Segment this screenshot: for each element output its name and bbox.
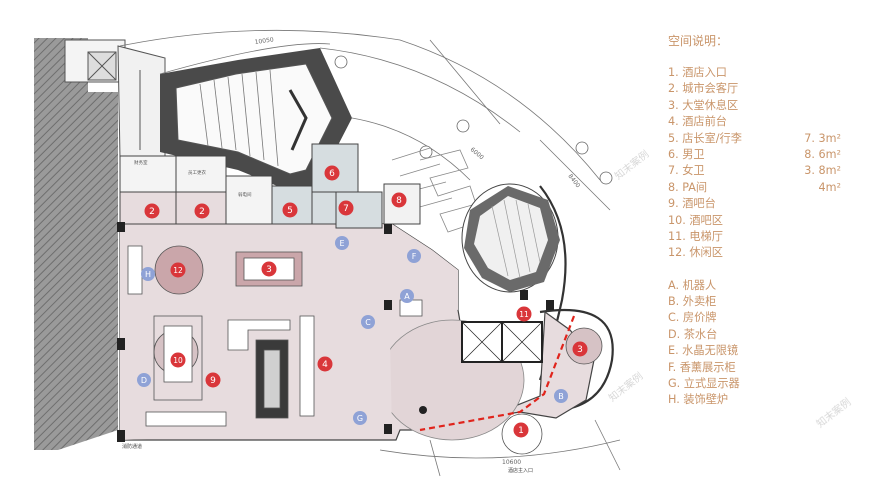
- svg-text:G: G: [357, 414, 363, 423]
- svg-text:3: 3: [577, 345, 583, 355]
- svg-text:7: 7: [343, 204, 349, 214]
- svg-text:F: F: [412, 252, 417, 261]
- evacuation-route: [419, 315, 576, 432]
- dim-side-a: 8400: [566, 173, 581, 189]
- legend-title: 空间说明：: [668, 34, 729, 48]
- room-marker-8: 8: [391, 192, 407, 208]
- legend-room-item: 9. 酒吧台: [668, 197, 716, 211]
- legend-panel: 空间说明： 1. 酒店入口 2. 城市会客厅 3. 大堂休息区 4. 酒店前台 …: [668, 34, 873, 409]
- svg-text:2: 2: [199, 207, 205, 217]
- legend-fixture-item: H. 装饰壁炉: [668, 393, 729, 407]
- room-a-label: 财务室: [134, 159, 148, 166]
- fixture-marker-e: E: [335, 236, 349, 250]
- legend-fixture-item: A. 机器人: [668, 278, 717, 292]
- room-marker-3b: 3: [572, 341, 588, 357]
- svg-text:C: C: [365, 318, 371, 327]
- room-b-label: 员工更衣: [188, 169, 206, 176]
- svg-text:A: A: [404, 292, 410, 301]
- legend-fixture-item: G. 立式显示器: [668, 377, 740, 391]
- svg-text:2: 2: [149, 207, 155, 217]
- svg-text:12: 12: [173, 266, 183, 275]
- svg-text:1: 1: [518, 426, 524, 436]
- exterior-hatch-wall: [34, 38, 118, 450]
- svg-text:4: 4: [322, 360, 328, 370]
- outer-arcs: [119, 29, 611, 211]
- room-marker-9: 9: [205, 372, 221, 388]
- room-marker-3a: 3: [261, 261, 277, 277]
- room-marker-6: 6: [324, 165, 340, 181]
- svg-text:10: 10: [173, 356, 183, 365]
- legend-fixture-item: F. 香薰展示柜: [668, 360, 736, 374]
- fixture-list: A. 机器人 B. 外卖柜 C. 房价牌 D. 茶水台 E. 水晶无限镜 F. …: [668, 278, 873, 409]
- legend-room-item: 4. 酒店前台: [668, 115, 727, 129]
- legend-room-item: 11. 电梯厅: [668, 229, 723, 243]
- svg-text:B: B: [558, 392, 564, 401]
- room-marker-4: 4: [317, 356, 333, 372]
- legend-room-item: 3. 大堂休息区: [668, 98, 739, 112]
- room-markers: 1 2 2 3 4 5 6 7 8 9 10 11 12 3: [144, 165, 588, 438]
- room-marker-11: 11: [516, 306, 532, 322]
- room-marker-10: 10: [170, 352, 186, 368]
- watermark-1: 知末案例: [612, 147, 652, 182]
- room-marker-7: 7: [338, 200, 354, 216]
- room-list: 1. 酒店入口 2. 城市会客厅 3. 大堂休息区 4. 酒店前台 5. 店长室…: [668, 65, 873, 262]
- svg-text:3: 3: [266, 265, 272, 275]
- dim-side-b: 6000: [469, 146, 485, 161]
- room-marker-5: 5: [282, 202, 298, 218]
- fixture-markers: A B C D E F G H: [137, 236, 568, 425]
- legend-fixture-item: E. 水晶无限镜: [668, 344, 739, 358]
- fixture-marker-a: A: [400, 289, 414, 303]
- svg-text:5: 5: [287, 206, 293, 216]
- legend-fixture-item: C. 房价牌: [668, 311, 717, 325]
- fixture-marker-f: F: [407, 249, 421, 263]
- room-marker-2a: 2: [144, 203, 160, 219]
- room-marker-2b: 2: [194, 203, 210, 219]
- fixture-marker-g: G: [353, 411, 367, 425]
- svg-text:11: 11: [519, 310, 529, 319]
- legend-fixture-item: D. 茶水台: [668, 327, 718, 341]
- bottom-right-label: 酒店主入口: [508, 467, 533, 474]
- legend-fixture-item: B. 外卖柜: [668, 295, 717, 309]
- legend-room-item: 10. 酒吧区: [668, 213, 723, 227]
- elevator-shafts: [461, 321, 543, 363]
- bottom-left-label: 消防通道: [122, 443, 142, 450]
- round-tower: [461, 183, 560, 293]
- fixture-marker-c: C: [361, 315, 375, 329]
- svg-text:8: 8: [396, 196, 402, 206]
- room-marker-1: 1: [513, 422, 529, 438]
- svg-text:6: 6: [329, 169, 335, 179]
- svg-text:E: E: [339, 239, 344, 248]
- legend-room-item: 1. 酒店入口: [668, 66, 727, 79]
- structural-columns: [117, 222, 554, 442]
- dim-bottom: 10600: [502, 459, 521, 466]
- legend-room-item: 2. 城市会客厅: [668, 82, 739, 96]
- grid-markers: [334, 55, 613, 185]
- svg-text:H: H: [145, 270, 151, 279]
- dim-top: 10050: [254, 36, 274, 46]
- service-core: [64, 39, 166, 159]
- watermark-2: 知末案例: [606, 369, 646, 404]
- legend-room-item: 12. 休闲区: [668, 246, 723, 260]
- bottom-arcs: [379, 419, 621, 477]
- svg-text:9: 9: [210, 376, 216, 386]
- room-marker-12: 12: [170, 262, 186, 278]
- fixture-marker-b: B: [554, 389, 568, 403]
- fixture-marker-h: H: [141, 267, 155, 281]
- svg-text:D: D: [141, 376, 147, 385]
- room-c-label: 弱电间: [238, 191, 252, 198]
- fixture-marker-d: D: [137, 373, 151, 387]
- feature-stair: [391, 147, 479, 233]
